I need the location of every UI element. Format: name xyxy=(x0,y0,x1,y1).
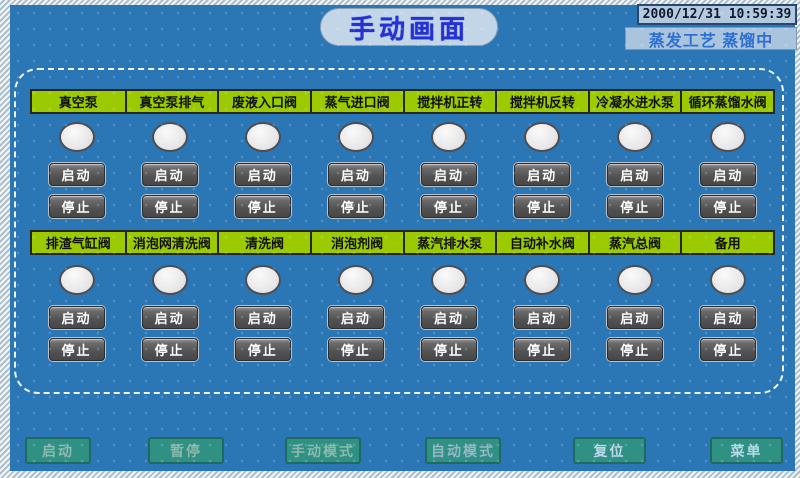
status-lamp xyxy=(58,265,95,295)
status-lamp xyxy=(431,122,468,152)
lamp-row-2 xyxy=(30,264,775,296)
stop-button[interactable]: 停止 xyxy=(421,195,478,218)
stop-button[interactable]: 停止 xyxy=(141,338,198,361)
column-header: 消泡剂阀 xyxy=(309,232,403,253)
start-button[interactable]: 启动 xyxy=(141,306,198,329)
page-title: 手动画面 xyxy=(320,8,498,46)
start-button[interactable]: 启动 xyxy=(327,306,384,329)
stop-button[interactable]: 停止 xyxy=(700,338,757,361)
start-button[interactable]: 启动 xyxy=(700,306,757,329)
stop-button[interactable]: 停止 xyxy=(421,338,478,361)
start-button[interactable]: 启动 xyxy=(607,163,664,186)
column-header: 蒸气进口阀 xyxy=(309,91,403,112)
status-lamp xyxy=(244,122,281,152)
process-status-badge: 蒸发工艺 蒸馏中 xyxy=(625,27,797,50)
stop-button[interactable]: 停止 xyxy=(234,338,291,361)
footer-reset-button[interactable]: 复位 xyxy=(573,437,646,464)
start-button[interactable]: 启动 xyxy=(327,163,384,186)
status-lamp xyxy=(710,122,747,152)
start-button[interactable]: 启动 xyxy=(234,306,291,329)
stop-button[interactable]: 停止 xyxy=(141,195,198,218)
column-header: 真空泵排气 xyxy=(124,91,218,112)
status-lamp xyxy=(244,265,281,295)
column-header: 清洗阀 xyxy=(217,232,310,253)
start-button[interactable]: 启动 xyxy=(48,163,105,186)
status-lamp xyxy=(710,265,747,295)
footer-start-button[interactable]: 启动 xyxy=(25,437,91,464)
control-panel-border xyxy=(14,68,784,394)
footer-auto-mode-button[interactable]: 自动模式 xyxy=(425,437,501,464)
column-header: 真空泵 xyxy=(58,95,98,110)
stop-button[interactable]: 停止 xyxy=(234,195,291,218)
status-lamp xyxy=(337,122,374,152)
column-header: 自动补水阀 xyxy=(495,232,588,253)
footer-pause-button[interactable]: 暂停 xyxy=(148,437,224,464)
start-row-1: 启动 启动 启动 启动 启动 启动 启动 启动 xyxy=(30,163,775,186)
start-row-2: 启动 启动 启动 启动 启动 启动 启动 启动 xyxy=(30,306,775,329)
status-lamp xyxy=(431,265,468,295)
column-header: 废液入口阀 xyxy=(217,91,310,112)
start-button[interactable]: 启动 xyxy=(514,306,571,329)
stop-row-2: 停止 停止 停止 停止 停止 停止 停止 停止 xyxy=(30,338,775,361)
column-header: 蒸汽排水泵 xyxy=(402,232,496,253)
status-lamp xyxy=(151,265,188,295)
column-header: 冷凝水进水泵 xyxy=(587,91,681,112)
header-row-1: 真空泵 真空泵排气 废液入口阀 蒸气进口阀 搅拌机正转 搅拌机反转 冷凝水进水泵… xyxy=(30,89,775,114)
footer-manual-mode-button[interactable]: 手动模式 xyxy=(285,437,361,464)
status-lamp xyxy=(151,122,188,152)
column-header: 搅拌机正转 xyxy=(402,91,496,112)
stop-button[interactable]: 停止 xyxy=(327,338,384,361)
start-button[interactable]: 启动 xyxy=(48,306,105,329)
stop-button[interactable]: 停止 xyxy=(607,195,664,218)
stop-button[interactable]: 停止 xyxy=(607,338,664,361)
header-row-2: 排渣气缸阀 消泡网清洗阀 清洗阀 消泡剂阀 蒸汽排水泵 自动补水阀 蒸汽总阀 备… xyxy=(30,230,775,255)
start-button[interactable]: 启动 xyxy=(234,163,291,186)
stop-button[interactable]: 停止 xyxy=(514,338,571,361)
column-header: 蒸汽总阀 xyxy=(587,232,681,253)
start-button[interactable]: 启动 xyxy=(421,163,478,186)
column-header: 循环蒸馏水阀 xyxy=(680,91,773,112)
footer-menu-button[interactable]: 菜单 xyxy=(710,437,783,464)
datetime-display: 2000/12/31 10:59:39 xyxy=(637,4,797,25)
stop-button[interactable]: 停止 xyxy=(700,195,757,218)
start-button[interactable]: 启动 xyxy=(141,163,198,186)
column-header: 搅拌机反转 xyxy=(495,91,588,112)
lamp-row-1 xyxy=(30,121,775,153)
stop-button[interactable]: 停止 xyxy=(48,195,105,218)
stop-button[interactable]: 停止 xyxy=(514,195,571,218)
start-button[interactable]: 启动 xyxy=(421,306,478,329)
status-lamp xyxy=(617,122,654,152)
start-button[interactable]: 启动 xyxy=(514,163,571,186)
column-header: 备用 xyxy=(680,232,773,253)
column-header: 消泡网清洗阀 xyxy=(124,232,218,253)
stop-row-1: 停止 停止 停止 停止 停止 停止 停止 停止 xyxy=(30,195,775,218)
stop-button[interactable]: 停止 xyxy=(48,338,105,361)
status-lamp xyxy=(58,122,95,152)
status-lamp xyxy=(524,122,561,152)
start-button[interactable]: 启动 xyxy=(700,163,757,186)
column-header: 排渣气缸阀 xyxy=(45,236,111,251)
start-button[interactable]: 启动 xyxy=(607,306,664,329)
status-lamp xyxy=(524,265,561,295)
status-lamp xyxy=(617,265,654,295)
status-lamp xyxy=(337,265,374,295)
stop-button[interactable]: 停止 xyxy=(327,195,384,218)
